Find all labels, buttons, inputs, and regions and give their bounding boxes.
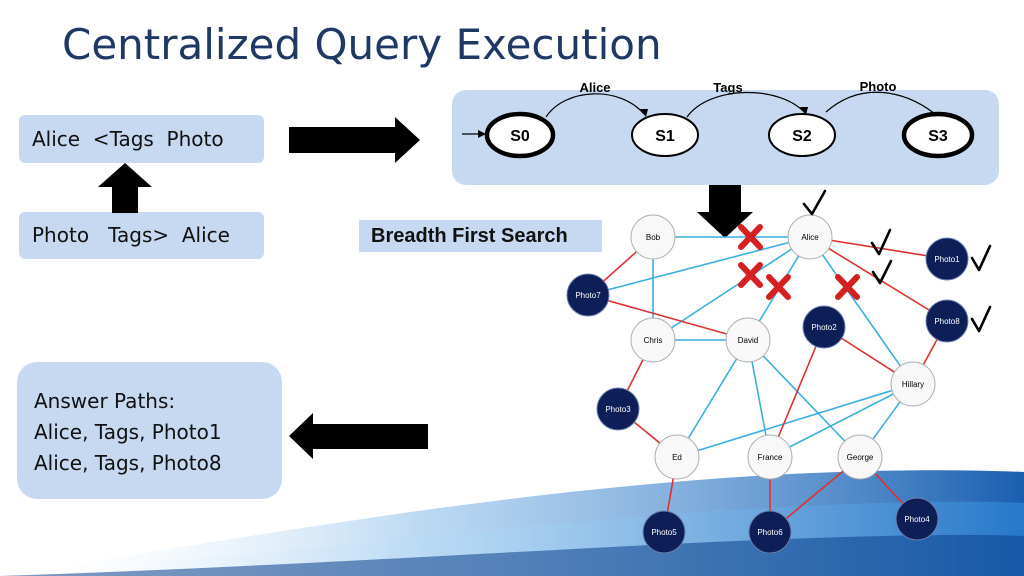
node-chris-label: Chris bbox=[644, 336, 663, 345]
node-photo8: Photo8 bbox=[925, 299, 969, 343]
transition-curves bbox=[545, 91, 941, 119]
node-bob-label: Bob bbox=[646, 233, 661, 242]
node-david-label: David bbox=[738, 336, 758, 345]
reversed-query-box: Photo Tags> Alice bbox=[19, 212, 264, 259]
node-photo6: Photo6 bbox=[748, 510, 792, 554]
node-photo4-label: Photo4 bbox=[904, 515, 930, 524]
node-ed: Ed bbox=[654, 434, 700, 480]
state-s2: S2 bbox=[768, 113, 836, 157]
node-photo8-label: Photo8 bbox=[934, 317, 960, 326]
state-s0: S0 bbox=[484, 111, 556, 159]
node-chris: Chris bbox=[630, 317, 676, 363]
transition-label-photo: Photo bbox=[860, 79, 897, 94]
node-france-label: France bbox=[758, 453, 783, 462]
photo-nodes: Photo1 Photo7 Photo8 Photo2 Photo3 Photo… bbox=[566, 237, 969, 554]
node-photo6-label: Photo6 bbox=[757, 528, 783, 537]
node-photo2: Photo2 bbox=[802, 305, 846, 349]
node-photo1-label: Photo1 bbox=[934, 255, 960, 264]
transition-label-tags: Tags bbox=[713, 80, 742, 95]
cross-icons bbox=[738, 224, 860, 300]
node-photo3: Photo3 bbox=[596, 387, 640, 431]
node-photo4: Photo4 bbox=[895, 497, 939, 541]
node-france: France bbox=[747, 434, 793, 480]
check-icon bbox=[870, 228, 892, 256]
left-arrow-icon bbox=[289, 413, 428, 459]
node-photo7: Photo7 bbox=[566, 273, 610, 317]
check-icon bbox=[970, 305, 992, 333]
node-david: David bbox=[725, 317, 771, 363]
answer-heading: Answer Paths: bbox=[34, 389, 176, 413]
check-icons bbox=[802, 189, 992, 333]
cross-icon bbox=[738, 262, 763, 288]
state-s2-label: S2 bbox=[792, 128, 812, 145]
node-alice-label: Alice bbox=[801, 233, 819, 242]
start-arrow-icon bbox=[462, 130, 486, 138]
breadth-first-search-label: Breadth First Search bbox=[359, 220, 602, 252]
answer-path-1: Alice, Tags, Photo1 bbox=[34, 420, 222, 444]
state-s3: S3 bbox=[901, 111, 975, 159]
up-arrow-icon bbox=[98, 163, 152, 213]
cross-icon bbox=[766, 274, 791, 300]
state-s1-label: S1 bbox=[655, 128, 675, 145]
state-s1: S1 bbox=[631, 113, 699, 157]
check-icon bbox=[970, 244, 992, 272]
cross-icon bbox=[738, 224, 763, 250]
down-arrow-icon bbox=[697, 185, 753, 238]
person-nodes: Bob Alice Chris David Hillary Ed France bbox=[630, 214, 936, 480]
cross-icon bbox=[835, 274, 860, 300]
transition-label-alice: Alice bbox=[579, 80, 610, 95]
check-icon bbox=[802, 189, 827, 216]
node-photo7-label: Photo7 bbox=[575, 291, 601, 300]
node-photo2-label: Photo2 bbox=[811, 323, 837, 332]
state-s3-label: S3 bbox=[928, 128, 948, 145]
state-s0-label: S0 bbox=[510, 128, 530, 145]
answer-paths-box: Answer Paths: Alice, Tags, Photo1 Alice,… bbox=[17, 362, 282, 499]
check-icon bbox=[871, 259, 893, 285]
slide-title: Centralized Query Execution bbox=[62, 20, 662, 69]
node-bob: Bob bbox=[630, 214, 676, 260]
node-photo5: Photo5 bbox=[642, 510, 686, 554]
right-arrow-icon bbox=[289, 117, 420, 163]
node-hillary: Hillary bbox=[890, 361, 936, 407]
node-george-label: George bbox=[847, 453, 874, 462]
node-hillary-label: Hillary bbox=[902, 380, 924, 389]
node-george: George bbox=[837, 434, 883, 480]
answer-path-2: Alice, Tags, Photo8 bbox=[34, 451, 222, 475]
query-expression-box: Alice <Tags Photo bbox=[19, 115, 264, 163]
node-photo1: Photo1 bbox=[925, 237, 969, 281]
node-alice: Alice bbox=[787, 214, 833, 260]
node-photo5-label: Photo5 bbox=[651, 528, 677, 537]
node-photo3-label: Photo3 bbox=[605, 405, 631, 414]
node-ed-label: Ed bbox=[672, 453, 682, 462]
